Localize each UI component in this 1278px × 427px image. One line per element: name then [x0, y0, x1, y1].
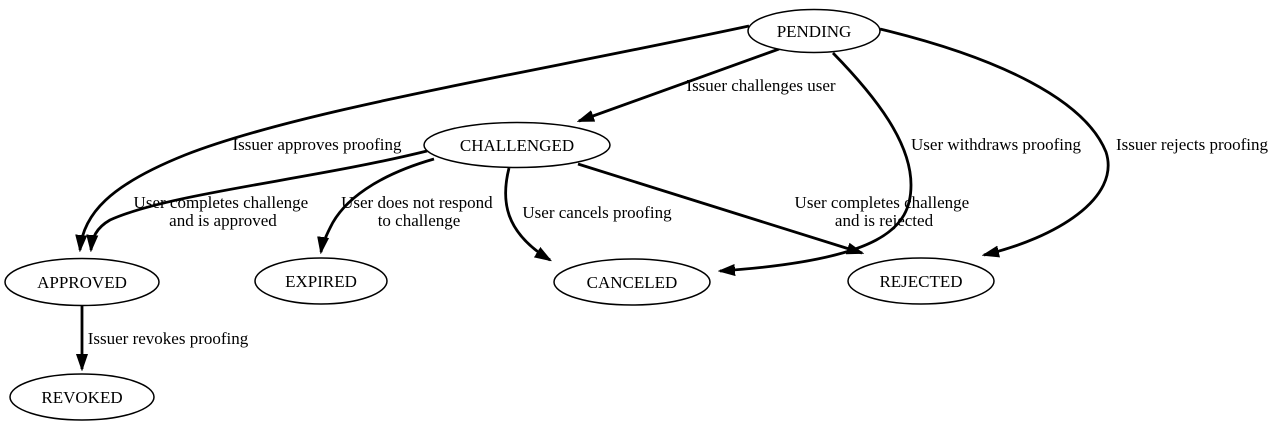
node-approved-shape [4, 257, 160, 307]
node-pending-label: PENDING [777, 22, 852, 41]
edge-challenged-expired [321, 157, 435, 252]
edge-label-challenged-canceled: User cancels proofing [522, 203, 672, 222]
node-expired-shape [254, 257, 388, 305]
node-challenged-shape [423, 121, 611, 169]
node-revoked-shape [9, 373, 155, 421]
node-expired-label: EXPIRED [285, 272, 357, 291]
node-challenged: CHALLENGED [423, 121, 611, 169]
node-canceled-shape [553, 258, 711, 306]
edge-label-pending-approved: Issuer approves proofing [232, 135, 402, 154]
edge-pending-rejected [879, 27, 1110, 255]
edge-pending-challenged [579, 47, 780, 123]
node-rejected-shape [847, 257, 995, 305]
node-revoked-label: REVOKED [41, 388, 122, 407]
edge-label-approved-revoked: Issuer revokes proofing [88, 329, 249, 348]
node-challenged-label: CHALLENGED [460, 136, 574, 155]
edge-challenged-approved [91, 149, 428, 250]
node-canceled-label: CANCELED [587, 273, 678, 292]
node-expired: EXPIRED [254, 257, 388, 305]
node-revoked: REVOKED [9, 373, 155, 421]
node-canceled: CANCELED [553, 258, 711, 306]
edge-challenged-rejected [577, 162, 862, 255]
edge-label-pending-rejected: Issuer rejects proofing [1116, 135, 1269, 154]
node-pending: PENDING [747, 8, 881, 54]
node-rejected: REJECTED [847, 257, 995, 305]
edge-label-pending-canceled: User withdraws proofing [911, 135, 1081, 154]
edge-label-challenged-expired: User does not respond to challenge [341, 193, 497, 230]
edge-label-pending-challenged: Issuer challenges user [686, 76, 836, 95]
edge-pending-canceled [720, 52, 913, 271]
edge-challenged-canceled [504, 167, 550, 260]
node-pending-shape [747, 8, 881, 54]
edge-pending-approved [80, 24, 750, 250]
node-approved-label: APPROVED [37, 273, 127, 292]
node-rejected-label: REJECTED [879, 272, 962, 291]
node-approved: APPROVED [4, 257, 160, 307]
edge-label-challenged-approved: User completes challenge and is approved [134, 193, 313, 230]
edge-label-challenged-rejected: User completes challenge and is rejected [795, 193, 974, 230]
